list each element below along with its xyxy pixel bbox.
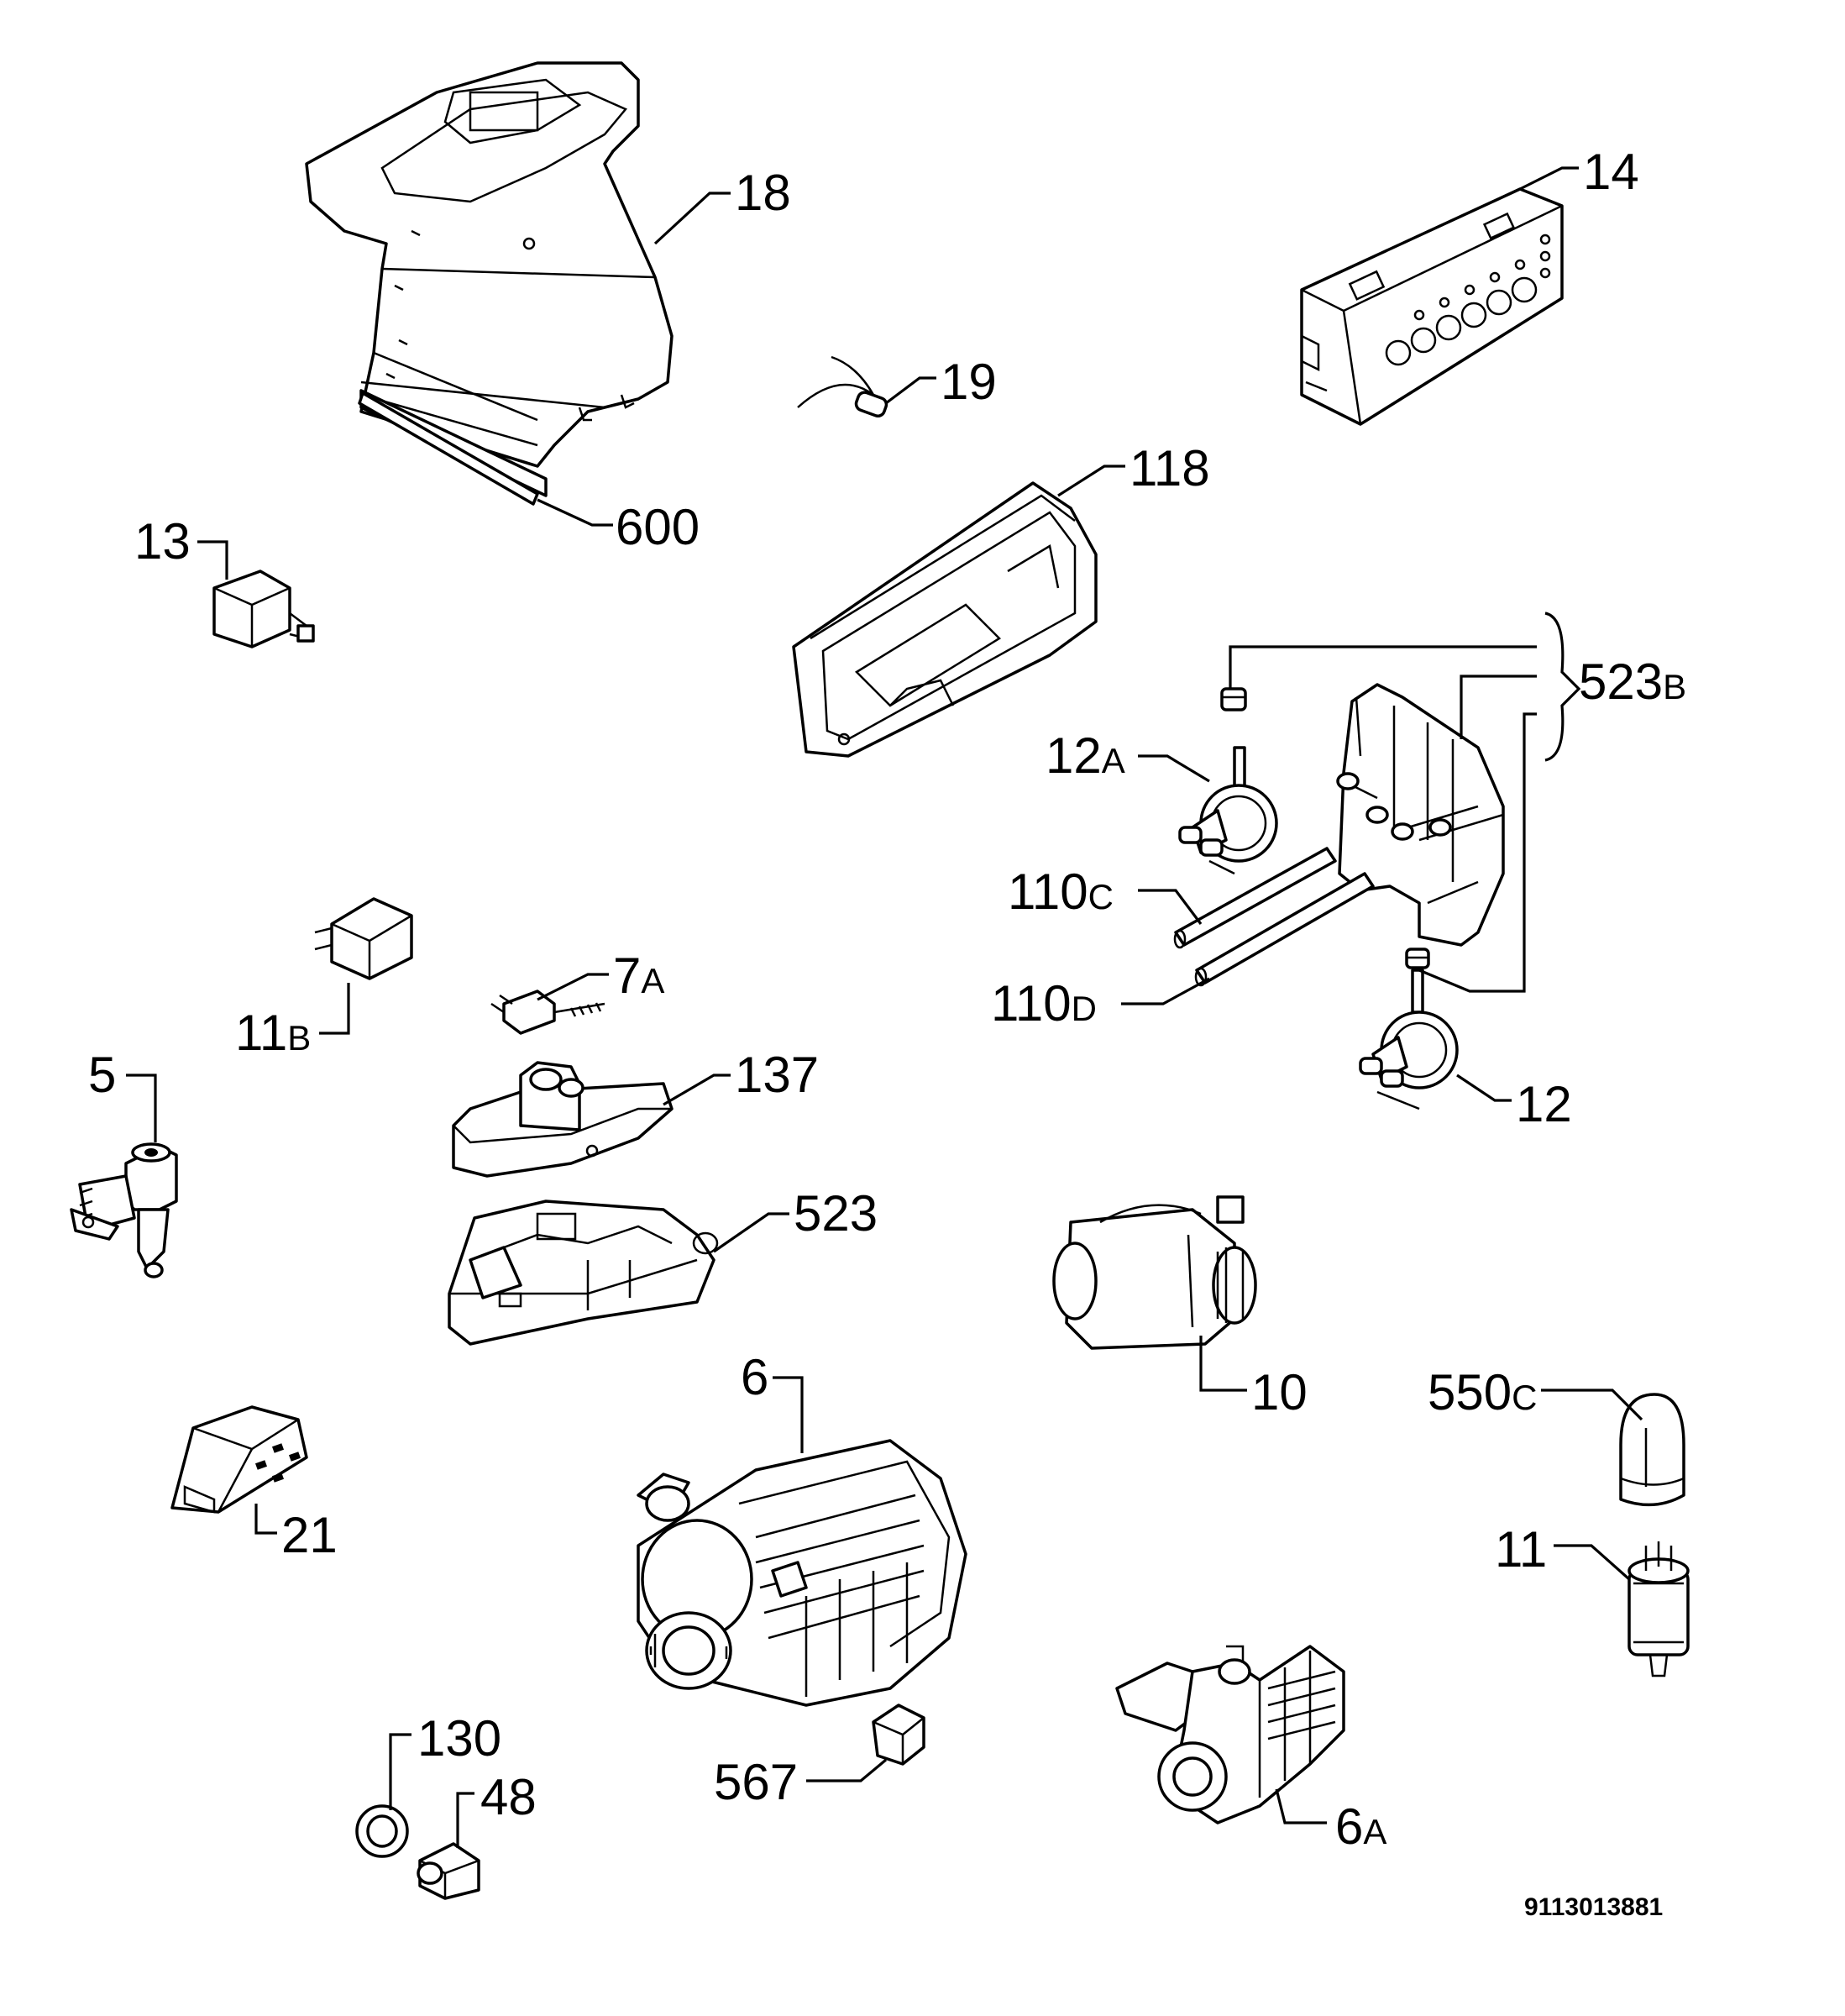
- callout-12: 12: [1516, 1076, 1572, 1132]
- callout-550C: 550C: [1428, 1364, 1537, 1420]
- part-13-switch: [212, 570, 315, 648]
- leader-6A: [1275, 1788, 1327, 1824]
- part-523B-cap-upper: [1220, 687, 1247, 711]
- part-11-capacitor: [1627, 1541, 1690, 1677]
- part-137-float: [452, 1061, 674, 1178]
- part-600-seal-strip: [358, 391, 539, 506]
- leader-523B-a: [1229, 645, 1537, 689]
- part-130-seal-ring: [355, 1804, 409, 1858]
- leader-600: [537, 498, 613, 527]
- part-12A-pressure-switch: [1178, 746, 1278, 875]
- callout-labels: 18 14 19 118 600 13 523B 12A 110C 110D 1…: [88, 144, 1686, 1855]
- callout-6A: 6A: [1335, 1798, 1386, 1855]
- leader-5: [126, 1074, 157, 1142]
- part-6-pump-motor: [637, 1439, 967, 1707]
- callout-567: 567: [714, 1754, 798, 1810]
- callout-14: 14: [1583, 144, 1639, 200]
- callout-5: 5: [88, 1047, 116, 1103]
- leader-523B-c: [1418, 712, 1537, 993]
- leader-12: [1456, 1074, 1512, 1102]
- callout-11B: 11B: [235, 1005, 311, 1061]
- callout-13: 13: [134, 513, 191, 570]
- part-21-relay-block: [170, 1405, 308, 1514]
- callout-130: 130: [417, 1710, 501, 1767]
- leader-12A: [1138, 754, 1210, 783]
- part-567-clip: [872, 1704, 925, 1766]
- leader-lines: [126, 166, 1643, 1848]
- callout-12A: 12A: [1046, 727, 1125, 784]
- leader-110C: [1138, 889, 1203, 925]
- part-18-duct: [305, 61, 674, 497]
- part-7A-microswitch: [490, 990, 605, 1035]
- callout-523B: 523B: [1579, 654, 1686, 710]
- leader-550C: [1541, 1389, 1643, 1421]
- leader-523: [713, 1212, 789, 1253]
- leader-523B-b: [1460, 675, 1537, 739]
- callout-6: 6: [741, 1349, 768, 1405]
- document-number: 9113013881: [1524, 1893, 1663, 1921]
- leader-13: [197, 540, 228, 580]
- part-5-inlet-valve: [70, 1142, 178, 1278]
- leader-21: [254, 1504, 277, 1535]
- callout-10: 10: [1251, 1364, 1308, 1420]
- callout-21: 21: [281, 1507, 338, 1563]
- leader-19: [885, 376, 936, 405]
- callout-110D: 110D: [991, 975, 1097, 1032]
- leader-118: [1057, 465, 1125, 497]
- leader-48: [456, 1792, 474, 1848]
- brace-523B: [1544, 612, 1581, 762]
- callout-118: 118: [1130, 440, 1210, 496]
- part-10-heater: [1052, 1195, 1257, 1350]
- callout-18: 18: [735, 165, 791, 221]
- callout-600: 600: [616, 499, 700, 555]
- part-110C-tube: [1173, 847, 1337, 949]
- callout-523: 523: [794, 1185, 878, 1242]
- part-523B-cap-lower: [1405, 948, 1430, 969]
- leader-110D: [1121, 977, 1210, 1005]
- leader-130: [389, 1733, 411, 1810]
- part-550C-cap: [1619, 1393, 1685, 1507]
- part-14-control-module: [1300, 187, 1564, 426]
- part-523B-holder: [1336, 683, 1505, 947]
- leader-11B: [319, 983, 350, 1035]
- part-19-sensor: [797, 355, 888, 417]
- part-118-dispenser: [792, 481, 1098, 758]
- callout-137: 137: [735, 1047, 819, 1103]
- leader-10: [1199, 1336, 1247, 1392]
- callout-19: 19: [941, 354, 997, 410]
- part-6A-drain-pump: [1115, 1645, 1345, 1824]
- leader-14: [1519, 166, 1579, 191]
- part-523-base: [448, 1200, 719, 1346]
- part-12-pressure-switch: [1359, 969, 1459, 1110]
- part-11B-relay: [314, 897, 413, 980]
- leader-7A: [537, 973, 609, 1001]
- callout-11: 11: [1495, 1521, 1547, 1578]
- leader-11: [1554, 1544, 1631, 1581]
- leader-18: [653, 192, 731, 245]
- leader-137: [663, 1074, 731, 1106]
- part-48-plug: [417, 1842, 480, 1900]
- callout-48: 48: [480, 1769, 537, 1825]
- callout-7A: 7A: [613, 948, 664, 1004]
- leader-567: [806, 1758, 888, 1782]
- callout-110C: 110C: [1008, 864, 1114, 920]
- part-110D-tube: [1194, 872, 1375, 987]
- leader-6: [773, 1376, 804, 1453]
